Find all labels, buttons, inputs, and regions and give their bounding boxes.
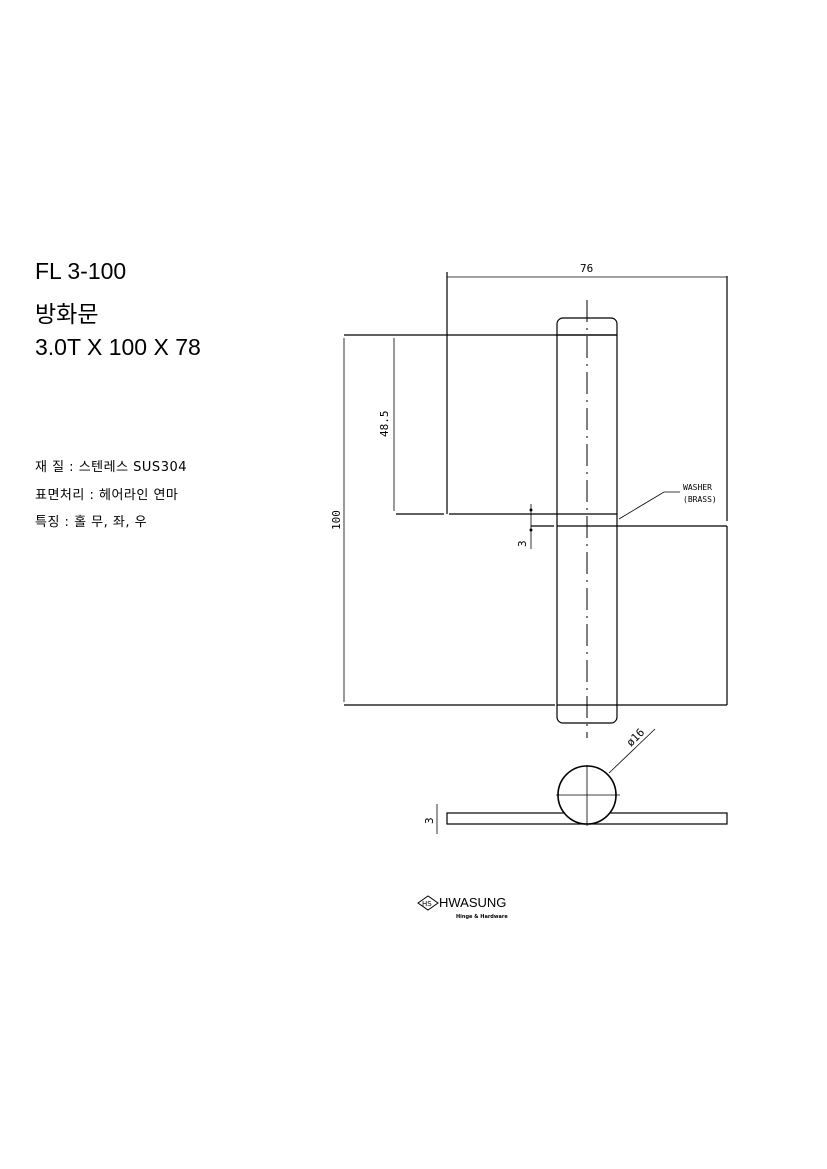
dimension-leaf-height-label: 48.5 [378,411,391,438]
washer-label: WASHER [683,483,712,492]
pin-knuckle [556,300,618,738]
washer-material-label: (BRASS) [683,495,717,504]
spec-features: 특징 : 홀 무, 좌, 우 [35,515,148,530]
dimension-width: 76 [447,262,727,278]
dimension-height: 100 [330,338,345,702]
washer-callout: WASHER (BRASS) [618,483,717,520]
dimension-washer-gap: 3 [516,504,533,549]
dimension-height-label: 100 [330,510,343,530]
section-view: ø16 3 [423,726,728,834]
logo-mark: HS [422,900,432,908]
product-size: 3.0T X 100 X 78 [35,334,201,360]
top-leaf [344,272,617,515]
product-name: 방화문 [35,301,99,327]
spec-material: 재 질 : 스텐레스 SUS304 [35,460,188,475]
dimension-thickness-label: 3 [423,817,436,824]
dimension-diameter-label: ø16 [624,726,647,749]
spec-finish: 표면처리 : 헤어라인 연마 [35,488,179,503]
logo-tagline: Hinge & Hardware [456,914,508,920]
model-number: FL 3-100 [35,258,127,284]
dimension-leaf-height: 48.5 [378,338,395,511]
dimension-width-label: 76 [580,262,593,275]
dimension-washer-gap-label: 3 [516,540,529,547]
logo-name: HWASUNG [439,895,506,910]
hwasung-logo: HS HWASUNG Hinge & Hardware [417,895,508,920]
bottom-leaf [344,276,728,706]
